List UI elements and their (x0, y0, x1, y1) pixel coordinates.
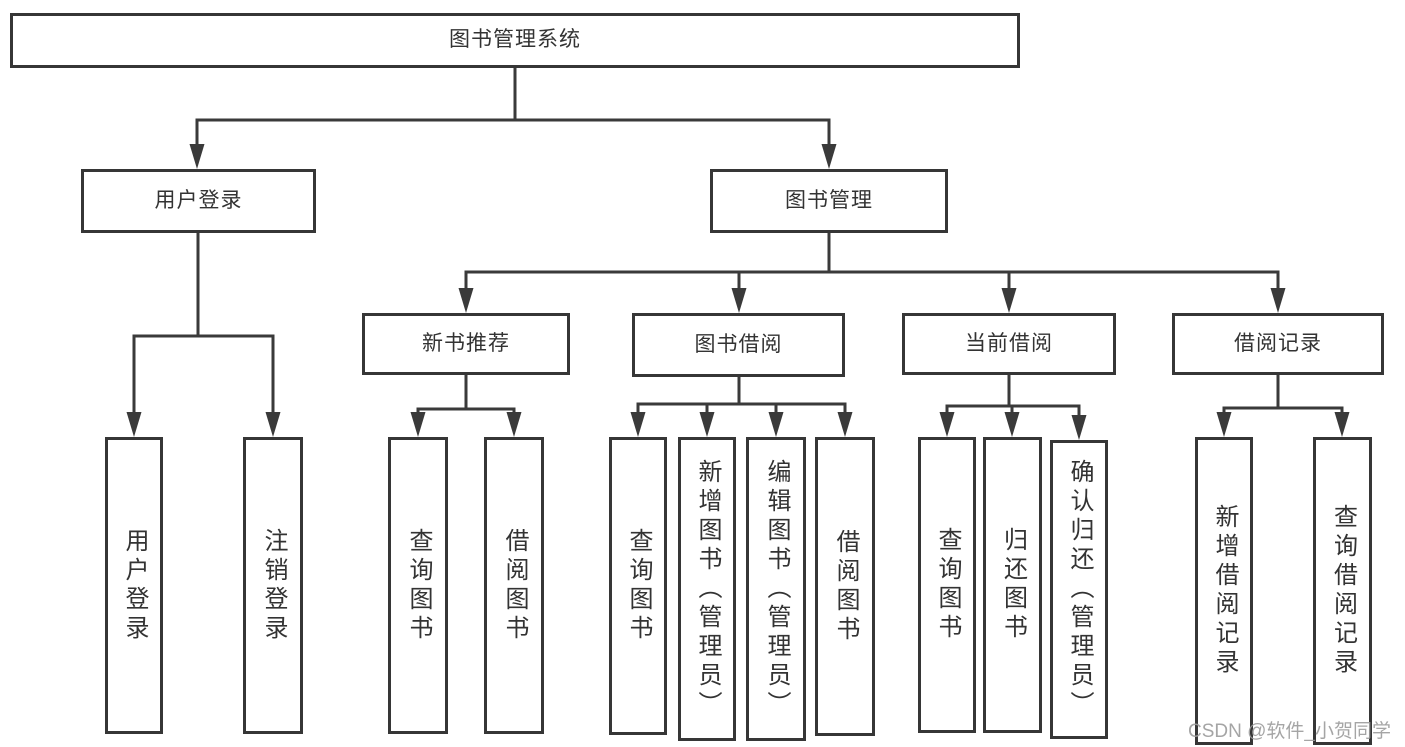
arrow-down-icon (265, 412, 281, 437)
arrow-down-icon (1071, 415, 1087, 440)
diagram-node-leaf-borrow-book-2: 借阅图书 (815, 437, 875, 736)
diagram-node-new-book-recommend: 新书推荐 (362, 313, 570, 375)
diagram-node-library-system: 图书管理系统 (10, 13, 1020, 68)
diagram-node-current-borrow: 当前借阅 (902, 313, 1116, 375)
diagram-node-book-management: 图书管理 (710, 169, 948, 233)
diagram-node-leaf-return-book: 归还图书 (983, 437, 1042, 733)
arrow-down-icon (1216, 412, 1232, 437)
diagram-node-leaf-edit-book-admin: 编辑图书（管理员） (746, 437, 806, 741)
diagram-node-book-borrow: 图书借阅 (632, 313, 845, 377)
diagram-node-leaf-query-record: 查询借阅记录 (1313, 437, 1372, 745)
diagram-node-leaf-borrow-book-1: 借阅图书 (484, 437, 544, 734)
arrow-down-icon (630, 412, 646, 437)
diagram-node-leaf-query-book-3: 查询图书 (918, 437, 976, 733)
arrow-down-icon (731, 288, 747, 313)
diagram-node-leaf-query-book-2: 查询图书 (609, 437, 667, 735)
arrow-down-icon (699, 412, 715, 437)
diagram-node-borrow-records: 借阅记录 (1172, 313, 1384, 375)
arrow-down-icon (458, 288, 474, 313)
diagram-node-leaf-user-login: 用户登录 (105, 437, 163, 734)
arrow-down-icon (1334, 412, 1350, 437)
diagram-node-user-login: 用户登录 (81, 169, 316, 233)
arrow-down-icon (768, 412, 784, 437)
arrow-down-icon (821, 144, 837, 169)
arrow-down-icon (1001, 288, 1017, 313)
csdn-watermark: CSDN @软件_小贺同学 (1188, 721, 1391, 742)
arrow-down-icon (837, 412, 853, 437)
arrow-down-icon (189, 144, 205, 169)
arrow-down-icon (939, 412, 955, 437)
diagram-node-leaf-query-book-1: 查询图书 (388, 437, 448, 734)
diagram-node-leaf-add-record: 新增借阅记录 (1195, 437, 1253, 745)
arrow-down-icon (1004, 412, 1020, 437)
arrow-down-icon (410, 412, 426, 437)
arrow-down-icon (126, 412, 142, 437)
diagram-node-leaf-confirm-return: 确认归还（管理员） (1050, 440, 1108, 739)
arrow-down-icon (506, 412, 522, 437)
diagram-node-leaf-logout: 注销登录 (243, 437, 303, 734)
diagram-node-leaf-add-book-admin: 新增图书（管理员） (678, 437, 736, 741)
arrow-down-icon (1270, 288, 1286, 313)
